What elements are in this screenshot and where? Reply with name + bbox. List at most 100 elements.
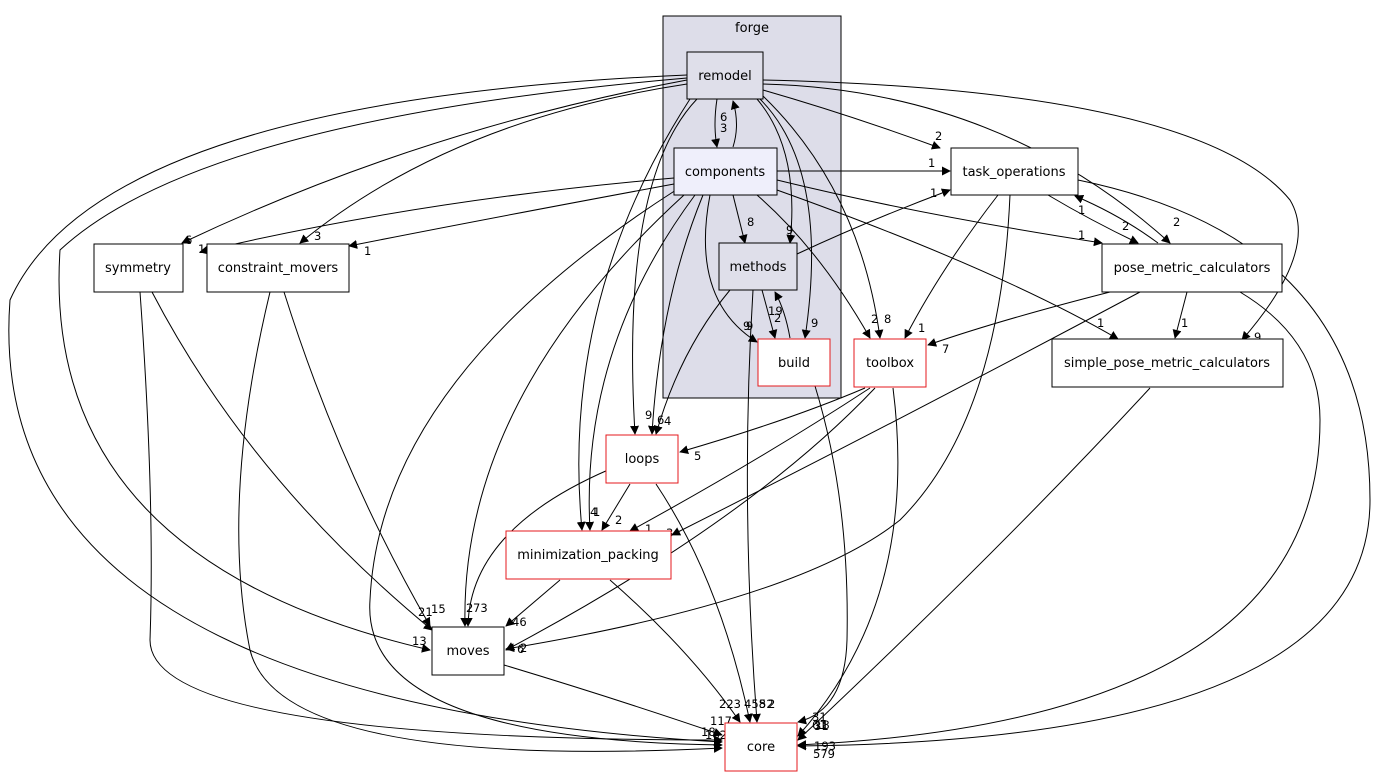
edge-label: 9: [645, 408, 652, 422]
node-build-label: build: [778, 356, 810, 371]
edge-task-toolbox: [904, 194, 999, 339]
edge-label: 579: [813, 747, 835, 761]
edge-label: 8: [884, 312, 891, 326]
edge-components-symmetry: [199, 177, 675, 255]
edge-label: 2: [871, 312, 878, 326]
node-toolbox-label: toolbox: [866, 356, 914, 371]
node-loops[interactable]: loops: [605, 434, 679, 484]
edge-remodel-components: [711, 98, 720, 148]
node-methods[interactable]: methods: [718, 242, 798, 291]
edge-task-pose-metric: [1047, 194, 1139, 244]
edge-label: 3: [314, 229, 321, 243]
edge-task-core: [797, 179, 1371, 751]
edge-pose-metric-core: [797, 291, 1321, 750]
edge-label: 21: [418, 605, 433, 619]
forge-cluster-label: forge: [735, 21, 769, 36]
edge-label: 2: [768, 697, 775, 711]
edge-methods-core: [746, 289, 761, 723]
edge-toolbox-moves: [505, 387, 876, 651]
edge-remodel-symmetry: [181, 79, 688, 244]
edge-methods-task-operations: [796, 188, 951, 255]
edge-label: 2: [774, 311, 781, 325]
node-components-label: components: [685, 165, 766, 180]
edge-toolbox-core: [797, 387, 899, 737]
edge-components-core: [369, 189, 723, 750]
node-moves[interactable]: moves: [431, 626, 505, 676]
edge-label: 2: [935, 129, 942, 143]
node-symmetry[interactable]: symmetry: [93, 243, 184, 293]
edge-remodel-methods: [756, 98, 796, 244]
edge-label: 6: [720, 110, 727, 124]
edge-methods-loops: [653, 289, 731, 435]
edge-label: 13: [412, 634, 427, 648]
edge-label: 9: [786, 223, 793, 237]
node-minimization-packing-label: minimization_packing: [517, 548, 659, 563]
edge-remodel-build: [759, 98, 813, 339]
edge-label: 73: [473, 601, 488, 615]
edge-minimization-core: [609, 579, 741, 723]
edge-label: 2: [615, 513, 622, 527]
edge-label: 1: [1078, 228, 1085, 242]
node-pose-metric-calculators[interactable]: pose_metric_calculators: [1101, 243, 1283, 293]
edge-label: 1: [645, 522, 652, 536]
edge-remodel-task-operations: [762, 89, 941, 150]
edge-pose-metric-task: [1074, 195, 1159, 244]
edge-moves-core: [503, 664, 723, 737]
edge-remodel-minimization: [576, 98, 691, 531]
edge-remodel-loops: [630, 98, 698, 435]
node-pose-metric-calculators-label: pose_metric_calculators: [1114, 261, 1271, 276]
node-symmetry-label: symmetry: [105, 261, 171, 276]
node-task-operations[interactable]: task_operations: [950, 147, 1079, 196]
edge-toolbox-minimization: [629, 387, 871, 532]
edge-constraint-moves: [283, 291, 431, 627]
node-components[interactable]: components: [673, 147, 778, 196]
edge-label: 5: [694, 449, 701, 463]
node-toolbox[interactable]: toolbox: [853, 338, 927, 388]
node-build[interactable]: build: [757, 338, 831, 387]
node-remodel[interactable]: remodel: [686, 51, 764, 100]
edge-components-toolbox: [756, 194, 871, 339]
edge-components-constraint: [348, 183, 675, 249]
edge-label: 52: [759, 697, 774, 711]
edge-components-loops: [647, 194, 704, 435]
edge-task-moves: [505, 194, 1011, 653]
edge-remodel-moves: [58, 77, 688, 653]
edge-label: 7: [942, 342, 949, 356]
edge-toolbox-loops: [679, 387, 866, 455]
edge-components-moves: [460, 194, 685, 627]
edge-components-simple-pose: [776, 189, 1119, 340]
edge-label: 1: [198, 242, 205, 256]
edge-label: 15: [431, 602, 446, 616]
node-moves-label: moves: [446, 644, 489, 659]
edge-label: 223: [719, 697, 741, 711]
edge-methods-build: [761, 289, 778, 339]
edge-components-build: [704, 194, 758, 343]
edge-remodel-constraint: [299, 83, 688, 244]
edge-label: 61: [812, 718, 827, 732]
edge-minimization-moves: [505, 579, 561, 627]
edge-label: 4: [664, 414, 671, 428]
edge-label: 31: [814, 719, 829, 733]
edge-label: 2: [520, 641, 527, 655]
edge-simple-pose-core: [797, 387, 1151, 741]
edge-label: 2: [466, 601, 473, 615]
node-simple-pose-metric-calculators[interactable]: simple_pose_metric_calculators: [1051, 338, 1284, 388]
edge-build-core: [797, 385, 848, 725]
node-task-operations-label: task_operations: [962, 165, 1065, 180]
edge-pose-metric-toolbox: [927, 291, 1111, 347]
edge-constraint-core: [238, 291, 723, 753]
node-core[interactable]: core: [724, 722, 798, 772]
edge-symmetry-core: [139, 291, 723, 745]
edge-components-remodel: [730, 100, 740, 148]
edge-label: 1: [1181, 316, 1188, 330]
edge-label: 31: [812, 710, 827, 724]
node-minimization-packing[interactable]: minimization_packing: [505, 530, 672, 580]
node-constraint-movers[interactable]: constraint_movers: [206, 243, 350, 293]
edge-label: 4: [590, 505, 597, 519]
edge-label: 9: [743, 319, 750, 333]
edge-label: 1: [930, 186, 937, 200]
edge-label: 162: [705, 728, 727, 742]
edge-pose-metric-minimization: [671, 291, 1141, 536]
edge-label: 3: [720, 121, 727, 135]
edge-label: 2: [1173, 215, 1180, 229]
